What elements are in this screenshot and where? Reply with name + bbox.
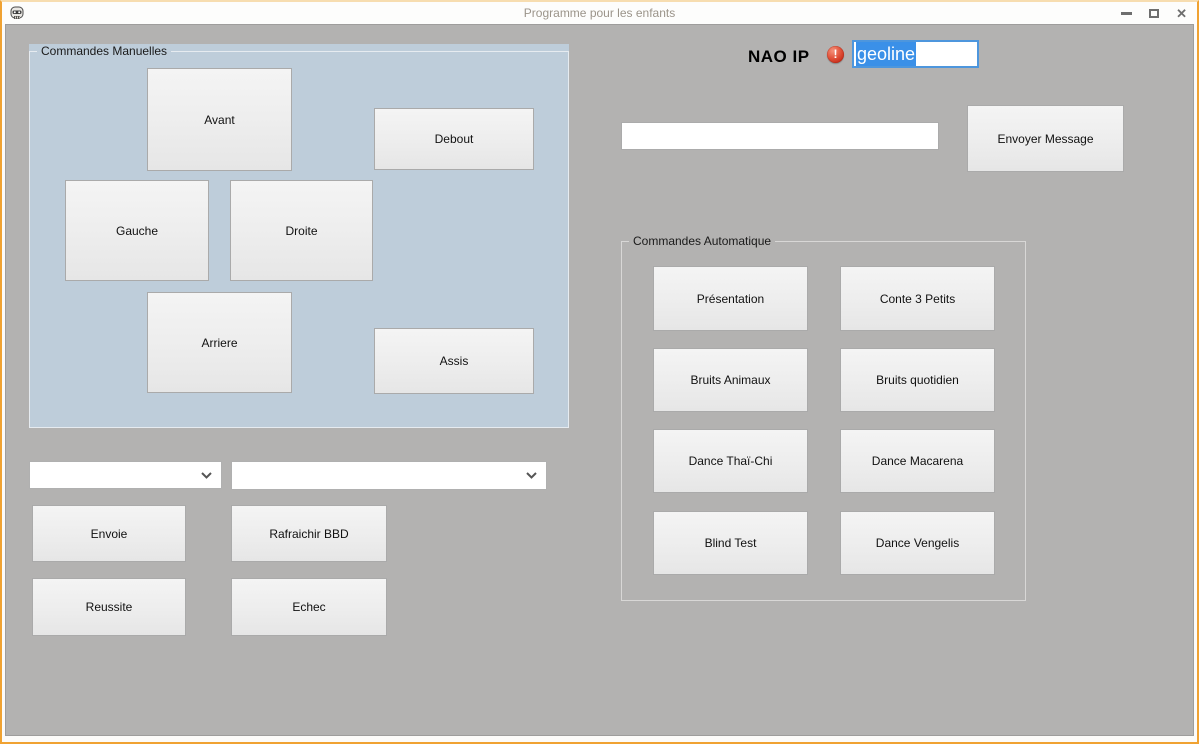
envoie-button[interactable]: Envoie (32, 505, 186, 562)
window-title: Programme pour les enfants (523, 6, 676, 20)
debout-button[interactable]: Debout (374, 108, 534, 170)
conte-3-petits-button[interactable]: Conte 3 Petits (840, 266, 995, 331)
minimize-icon[interactable] (1121, 12, 1133, 15)
droite-button[interactable]: Droite (230, 180, 373, 281)
nao-ip-selected-text: geoline (856, 42, 917, 66)
avant-button[interactable]: Avant (147, 68, 292, 171)
client-area: Commandes Manuelles Avant Debout Gauche … (5, 24, 1194, 736)
arriere-button[interactable]: Arriere (147, 292, 292, 393)
group-manual-title: Commandes Manuelles (37, 44, 172, 59)
dance-vengelis-button[interactable]: Dance Vengelis (840, 511, 995, 575)
scenario-combobox-left[interactable] (29, 461, 222, 489)
dance-macarena-button[interactable]: Dance Macarena (840, 429, 995, 493)
message-input[interactable] (621, 122, 939, 150)
window-controls: ✕ (1121, 2, 1187, 25)
blind-test-button[interactable]: Blind Test (653, 511, 808, 575)
echec-button[interactable]: Echec (231, 578, 387, 636)
envoyer-message-button[interactable]: Envoyer Message (967, 105, 1124, 172)
app-icon (10, 6, 24, 19)
dropdown-arrow-icon (201, 471, 212, 479)
dance-thai-chi-button[interactable]: Dance Thaï-Chi (653, 429, 808, 493)
assis-button[interactable]: Assis (374, 328, 534, 394)
rafraichir-bbd-button[interactable]: Rafraichir BBD (231, 505, 387, 562)
titlebar: Programme pour les enfants ✕ (2, 2, 1197, 25)
reussite-button[interactable]: Reussite (32, 578, 186, 636)
nao-ip-label: NAO IP (748, 47, 810, 66)
close-icon[interactable]: ✕ (1176, 6, 1187, 21)
gauche-button[interactable]: Gauche (65, 180, 209, 281)
nao-ip-input[interactable]: geoline (852, 40, 979, 68)
maximize-icon[interactable] (1149, 9, 1160, 18)
bruits-animaux-button[interactable]: Bruits Animaux (653, 348, 808, 412)
bruits-quotidien-button[interactable]: Bruits quotidien (840, 348, 995, 412)
group-commandes-automatique: Commandes Automatique Présentation Conte… (621, 234, 1026, 601)
scenario-combobox-right[interactable] (231, 461, 547, 490)
dropdown-arrow-icon (526, 472, 537, 479)
presentation-button[interactable]: Présentation (653, 266, 808, 331)
group-commandes-manuelles: Commandes Manuelles Avant Debout Gauche … (29, 44, 569, 428)
group-auto-title: Commandes Automatique (629, 234, 776, 249)
error-icon: ! (827, 46, 844, 63)
